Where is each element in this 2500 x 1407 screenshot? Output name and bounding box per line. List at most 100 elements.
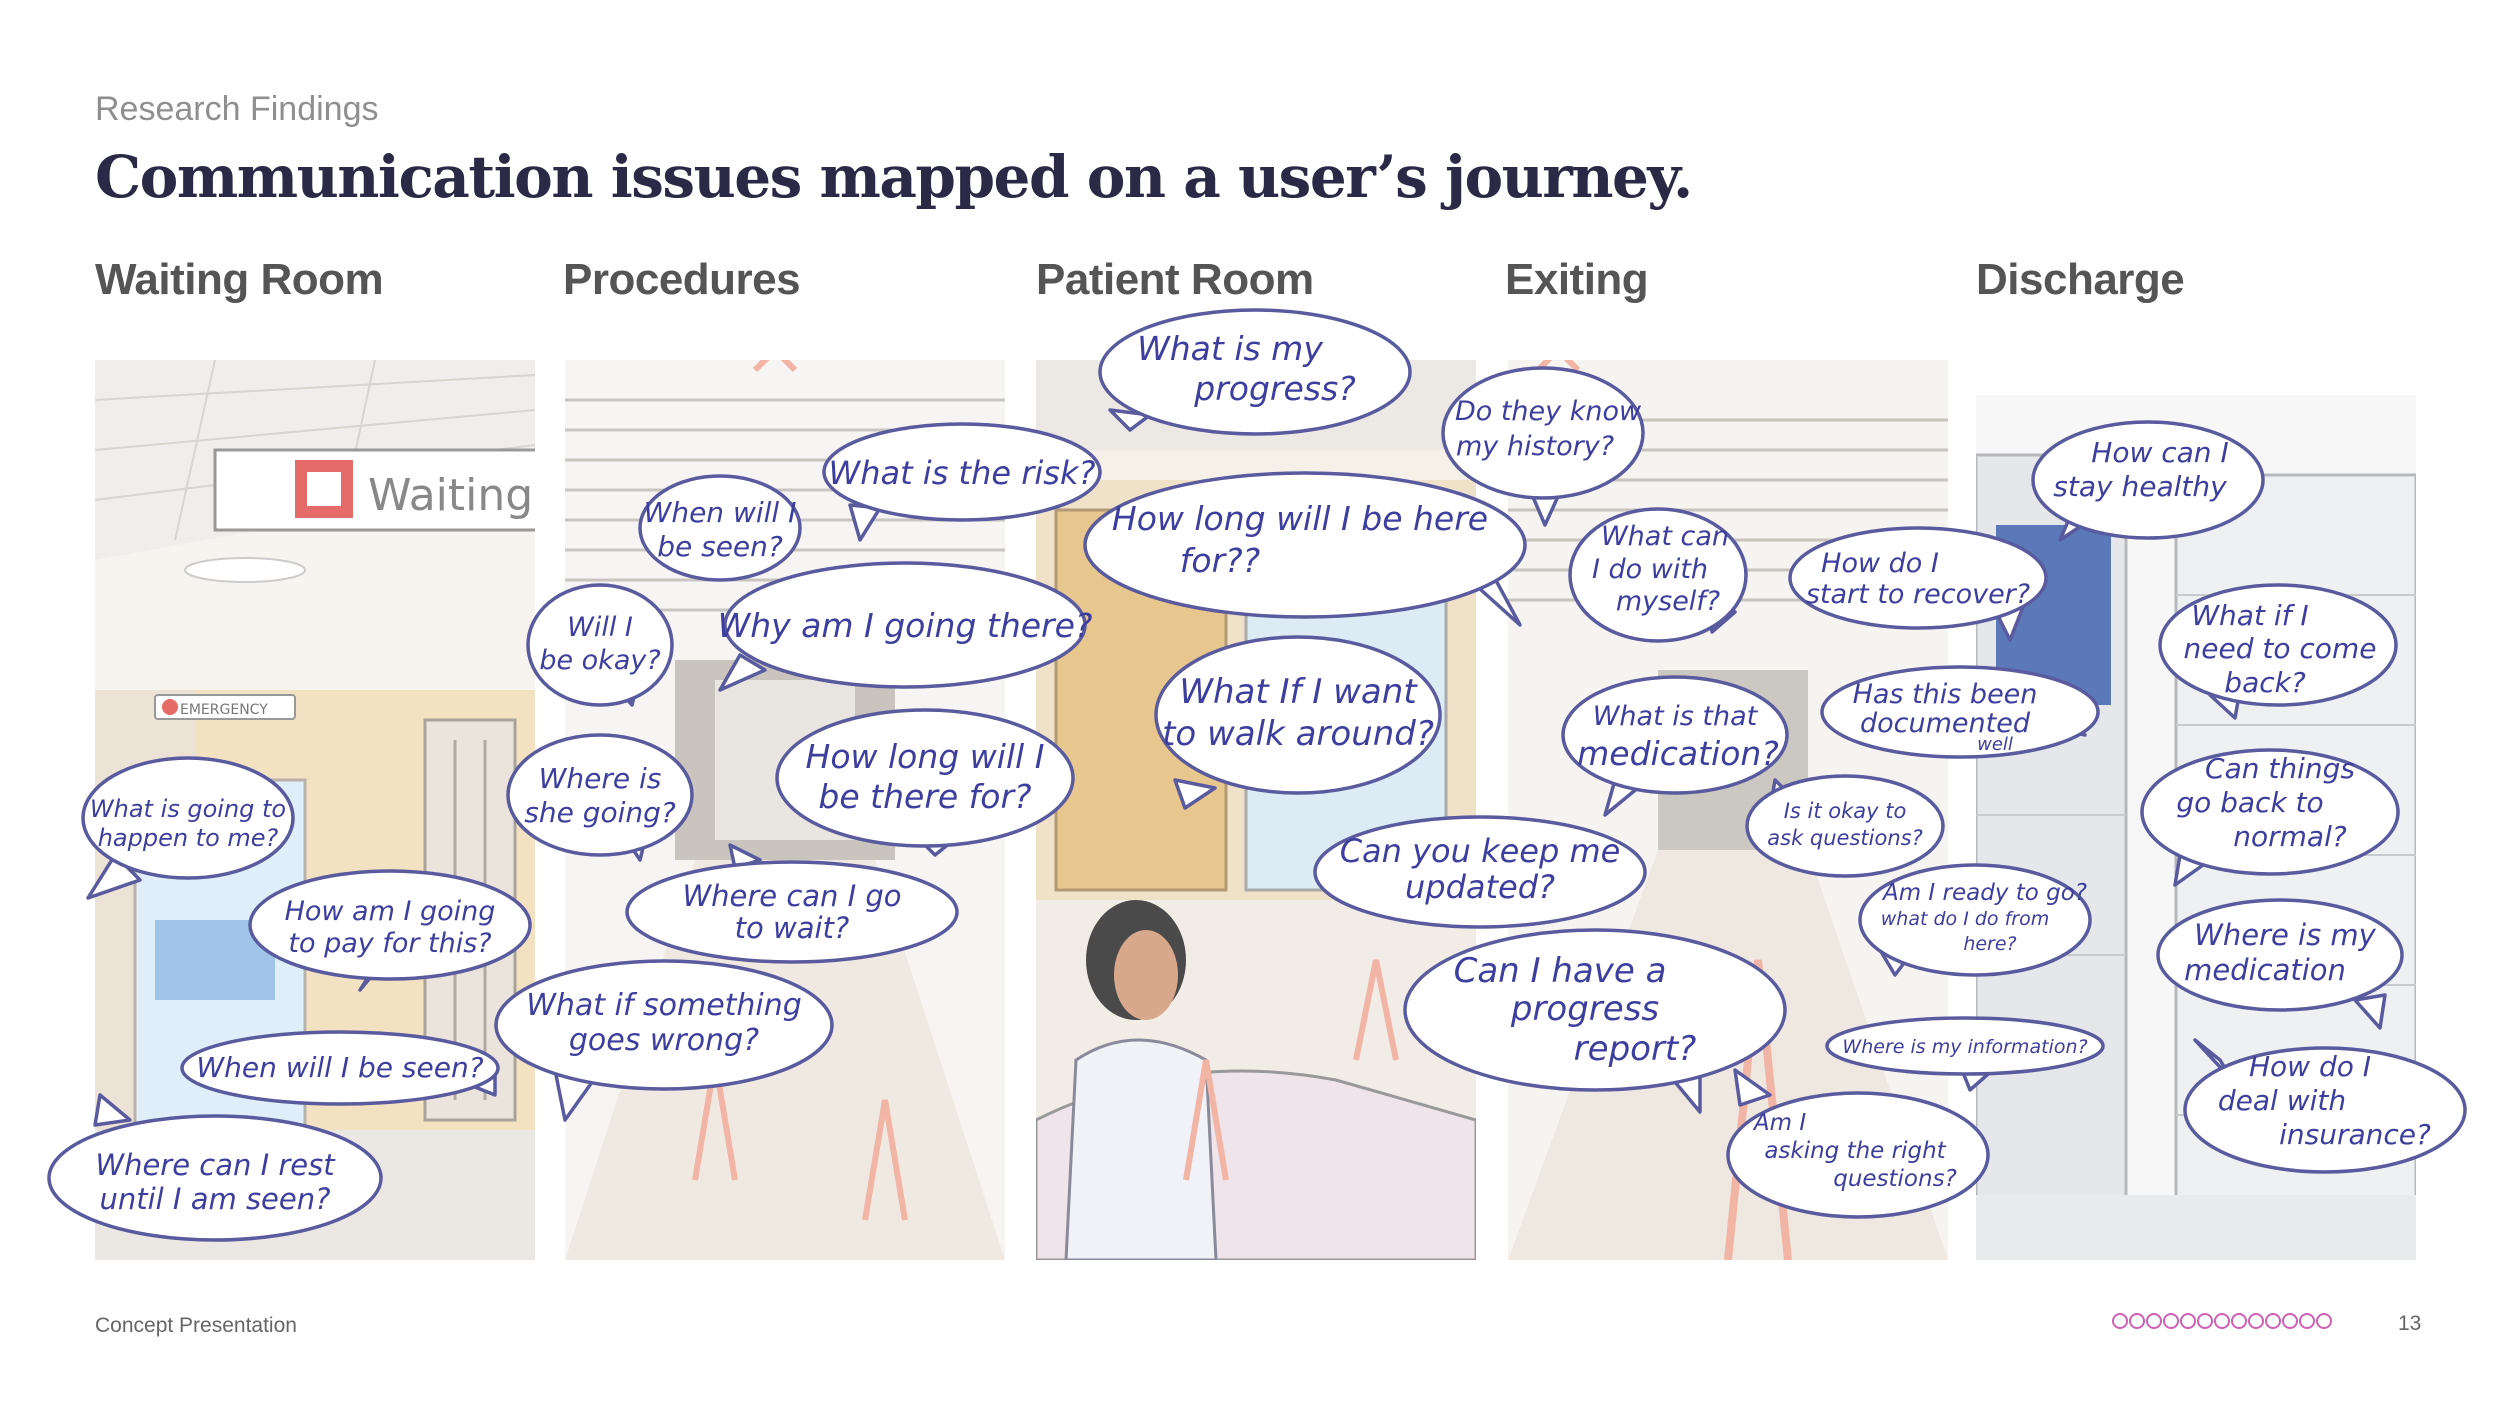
bubble-line: What is my — [1137, 329, 1323, 368]
bubble-line: What is going to — [90, 795, 286, 823]
bubble-line: Where is — [539, 762, 662, 795]
speech-bubble: Where is my information? — [1825, 1016, 2105, 1092]
bubble-line: medication — [2184, 953, 2346, 987]
speech-bubble: When will I be seen? — [180, 1030, 500, 1106]
speech-bubble: Can you keep me updated? — [1313, 815, 1647, 929]
bubble-line: progress? — [1193, 369, 1355, 408]
bubble-line: deal with — [2218, 1084, 2346, 1117]
speech-bubble: When will I be seen? — [638, 474, 802, 582]
speech-bubble: What is that medication? — [1561, 675, 1789, 817]
bubble-line: Do they know — [1455, 396, 1642, 427]
progress-dot — [2214, 1313, 2230, 1329]
bubble-line: I do with — [1592, 554, 1708, 585]
progress-dot — [2112, 1313, 2128, 1329]
bubble-line: to pay for this? — [288, 928, 491, 959]
bubble-line: go back to — [2176, 786, 2323, 819]
speech-bubble: Why am I going there? — [718, 561, 1093, 692]
speech-bubble: Am I asking the right questions? — [1726, 1068, 1990, 1219]
speech-bubble: What if something goes wrong? — [494, 959, 834, 1122]
bubble-line: medication? — [1577, 734, 1779, 773]
bubble-line: be there for? — [818, 777, 1031, 816]
bubble-line: How am I going — [285, 896, 496, 927]
progress-dot — [2248, 1313, 2264, 1329]
bubble-line: When will I — [644, 496, 797, 529]
speech-bubble: Do they know my history? — [1441, 366, 1645, 527]
bubble-line: back? — [2224, 666, 2306, 699]
bubble-line: How do I — [1821, 548, 1939, 579]
bubble-line: happen to me? — [98, 824, 279, 852]
bubble-line: well — [1977, 734, 2013, 755]
stage-header-waiting-room: Waiting Room — [95, 255, 384, 304]
speech-bubble: What can I do with myself? — [1568, 507, 1748, 643]
speech-bubble: Am I ready to go? what do I do from here… — [1858, 863, 2092, 977]
bubble-line: start to recover? — [1806, 579, 2030, 610]
speech-bubble: How do I deal with insurance? — [2183, 1038, 2467, 1174]
bubble-line: What can — [1601, 521, 1729, 552]
bubble-line: Where can I rest — [95, 1148, 336, 1182]
bubble-line: what do I do from — [1881, 908, 2049, 930]
bubble-line: stay healthy — [2053, 470, 2227, 503]
progress-dot — [2265, 1313, 2281, 1329]
waiting-area-sign: Waiting A — [368, 470, 535, 521]
stage-header-patient-room: Patient Room — [1036, 255, 1314, 304]
speech-bubble: What If I want to walk around? — [1154, 635, 1442, 810]
bubble-line: to walk around? — [1162, 714, 1434, 754]
speech-bubble: What is my progress? — [1098, 308, 1412, 436]
bubble-line: ask questions? — [1767, 826, 1922, 850]
bubble-line: Will I — [567, 612, 633, 643]
speech-bubble: What is the risk? — [822, 422, 1102, 542]
progress-dot — [2282, 1313, 2298, 1329]
bubble-line: Can I have a — [1454, 951, 1667, 991]
speech-bubble: How long will I be here for?? — [1083, 471, 1527, 627]
stage-header-exiting: Exiting — [1505, 255, 1649, 304]
progress-dot — [2180, 1313, 2196, 1329]
emergency-sign: EMERGENCY — [180, 702, 268, 718]
speech-bubble: How am I going to pay for this? — [248, 869, 532, 992]
bubble-line: What if something — [526, 988, 802, 1023]
bubble-line: questions? — [1833, 1166, 1957, 1192]
stage-header-discharge: Discharge — [1976, 255, 2185, 304]
bubble-line: here? — [1963, 933, 2016, 955]
slide-progress-dots — [2112, 1313, 2333, 1329]
progress-dot — [2299, 1313, 2315, 1329]
bubble-line: How do I — [2249, 1050, 2371, 1083]
speech-bubble: Where is my medication — [2156, 898, 2404, 1030]
footer-label: Concept Presentation — [95, 1314, 297, 1337]
bubble-line: What is that — [1593, 701, 1759, 732]
page-title: Communication issues mapped on a user’s … — [95, 143, 1693, 211]
speech-bubble: What if I need to come back? — [2158, 583, 2398, 720]
bubble-line: to wait? — [735, 911, 850, 945]
bubble-line: until I am seen? — [99, 1182, 330, 1216]
bubble-line: Am I — [1752, 1110, 1806, 1136]
speech-bubble: Can I have a progress report? — [1403, 928, 1787, 1114]
bubble-line: documented — [1860, 708, 2031, 739]
bubble-line: Am I ready to go? — [1881, 880, 2087, 906]
speech-bubble: Can things go back to normal? — [2140, 748, 2400, 887]
bubble-line: Can you keep me — [1340, 832, 1621, 870]
progress-dot — [2129, 1313, 2145, 1329]
eyebrow: Research Findings — [95, 90, 379, 128]
progress-dot — [2146, 1313, 2162, 1329]
speech-bubble: Will I be okay? — [526, 583, 674, 707]
speech-bubble: Where can I rest until I am seen? — [47, 1093, 383, 1242]
bubble-line: normal? — [2233, 820, 2347, 853]
bubble-line: What If I want — [1179, 672, 1418, 712]
bubble-line: asking the right — [1764, 1138, 1946, 1164]
speech-bubble: Is it okay to ask questions? — [1745, 774, 1945, 878]
bubble-line: Is it okay to — [1784, 799, 1907, 823]
speech-bubble: How long will I be there for? — [775, 708, 1075, 857]
speech-bubble: Where can I go to wait? — [625, 843, 959, 964]
bubble-line: report? — [1574, 1029, 1697, 1069]
bubble-line: goes wrong? — [569, 1023, 759, 1058]
bubble-line: When will I be seen? — [196, 1051, 483, 1084]
progress-dot — [2197, 1313, 2213, 1329]
speech-bubble: How can I stay healthy — [2031, 420, 2265, 542]
bubble-line: Has this been — [1853, 679, 2038, 710]
bubble-line: Why am I going there? — [718, 606, 1093, 645]
speech-bubble: Has this been documented well — [1820, 665, 2100, 759]
bubble-line: be seen? — [657, 530, 783, 563]
speech-bubble: What is going to happen to me? — [81, 756, 295, 900]
speech-bubble: How do I start to recover? — [1788, 526, 2048, 642]
stage-header-procedures: Procedures — [563, 255, 801, 304]
bubble-line: How long will I be here — [1112, 499, 1488, 538]
